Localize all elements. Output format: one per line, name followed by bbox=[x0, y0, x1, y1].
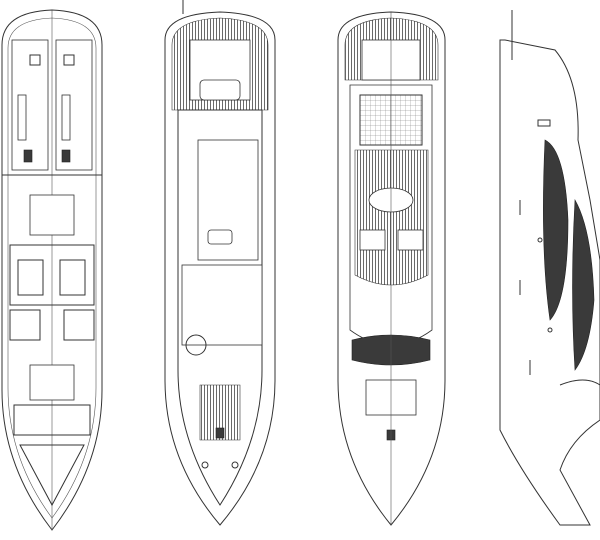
profile-view bbox=[499, 10, 600, 526]
lower-deck-plan bbox=[1, 9, 103, 531]
flybridge-plan bbox=[337, 11, 446, 526]
main-deck-plan bbox=[164, 0, 276, 526]
